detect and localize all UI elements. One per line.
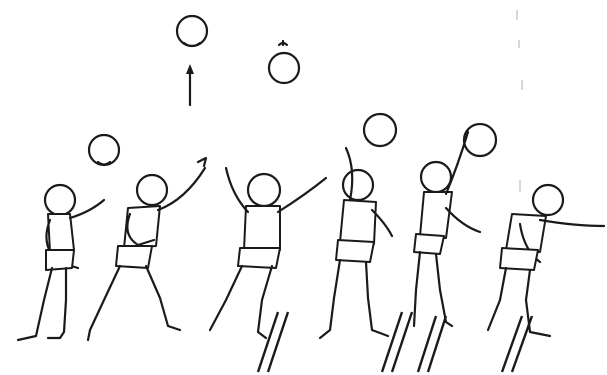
torso: [124, 206, 160, 248]
torso: [244, 206, 280, 250]
leg-front: [146, 266, 180, 330]
shorts: [116, 246, 152, 268]
ball-toss: [89, 135, 119, 165]
head: [533, 185, 563, 215]
head: [421, 162, 451, 192]
court-line-2: [382, 312, 412, 372]
head: [248, 174, 280, 206]
court-line-4: [502, 316, 532, 372]
hand: [198, 158, 206, 166]
leg-front: [366, 262, 388, 336]
ball-contact-prep: [364, 114, 396, 146]
leg-front: [436, 254, 452, 326]
shorts: [238, 248, 280, 268]
shorts: [336, 240, 374, 262]
upward-arrow-icon: [186, 64, 194, 105]
arm-right-back: [278, 178, 326, 212]
scan-speck: [521, 80, 523, 90]
arm-hitting-up: [446, 132, 468, 194]
torso: [340, 200, 376, 244]
head: [137, 175, 167, 205]
leg-back: [88, 266, 120, 340]
leg-back: [18, 268, 52, 340]
shorts: [414, 234, 444, 254]
ball-contact: [464, 124, 496, 156]
leg-front: [258, 266, 272, 338]
server-figure-1: [18, 185, 104, 340]
head: [343, 170, 373, 200]
ball-falling-mark: [279, 41, 287, 45]
scan-speck: [518, 40, 520, 48]
arm-left-raised: [226, 168, 248, 212]
shorts: [500, 248, 538, 270]
scan-speck: [516, 10, 518, 20]
arm-follow-through: [540, 220, 604, 226]
shorts: [46, 250, 74, 270]
leg-back: [210, 266, 242, 330]
head: [45, 185, 75, 215]
arm-lower: [446, 208, 480, 232]
ball-peak: [177, 16, 207, 46]
ball-falling: [269, 53, 299, 83]
torso: [420, 192, 452, 238]
court-line-1: [258, 312, 288, 372]
server-figure-4: [320, 148, 392, 338]
server-figure-6: [488, 185, 604, 336]
court-line-3: [418, 316, 446, 372]
server-figure-5: [414, 132, 480, 326]
leg-back: [320, 260, 340, 338]
leg-front: [48, 268, 66, 338]
server-figure-3: [210, 168, 326, 338]
torso: [48, 214, 74, 252]
leg-back: [488, 268, 506, 330]
leg-back: [414, 252, 420, 326]
server-figure-2: [88, 158, 206, 340]
scan-speck: [519, 180, 521, 192]
